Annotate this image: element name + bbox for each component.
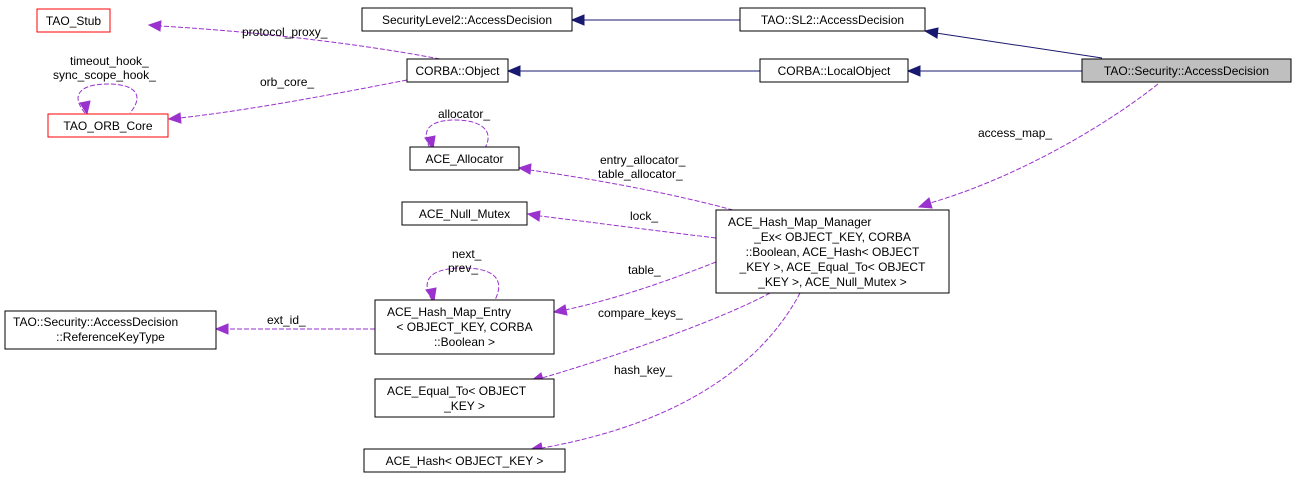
edge-protocol-proxy xyxy=(159,25,441,60)
arrow-orb-core xyxy=(167,112,182,124)
edge-lock xyxy=(539,215,717,239)
edge-inherit-tao-sl2-to-focus xyxy=(935,32,1103,59)
label-allocator: allocator_ xyxy=(438,107,490,121)
arrow-ext-id xyxy=(214,323,229,335)
node-label: SecurityLevel2::AccessDecision xyxy=(382,13,552,27)
label-next: next_ xyxy=(452,247,482,261)
arrow-lock xyxy=(526,210,541,222)
label-table: table_ xyxy=(628,263,661,277)
node-label: ACE_Allocator xyxy=(425,152,503,166)
node-label-line: TAO::Security::AccessDecision xyxy=(13,315,178,329)
node-label: TAO_ORB_Core xyxy=(63,119,152,133)
edge-allocator-self xyxy=(425,119,489,149)
arrow-entry-table-allocator xyxy=(517,163,532,175)
node-label: ACE_Null_Mutex xyxy=(419,207,510,221)
node-label-line: ACE_Hash_Map_Entry xyxy=(387,305,511,319)
arrow-access-map xyxy=(917,197,933,209)
node-tao-security-access-decision[interactable]: TAO::Security::AccessDecision xyxy=(1081,58,1292,83)
node-label: TAO::Security::AccessDecision xyxy=(1104,64,1269,78)
node-label-line: ::ReferenceKeyType xyxy=(56,330,165,344)
arrow-next-prev-self xyxy=(425,287,437,303)
node-label-line: _KEY >, ACE_Null_Mutex > xyxy=(757,275,907,289)
node-ace-null-mutex[interactable]: ACE_Null_Mutex xyxy=(401,201,528,226)
edge-hash-key xyxy=(541,292,801,449)
label-sync-scope-hook: sync_scope_hook_ xyxy=(53,68,156,82)
node-reference-key-type[interactable]: TAO::Security::AccessDecision ::Referenc… xyxy=(4,310,217,350)
node-label: TAO_Stub xyxy=(46,14,101,28)
label-protocol-proxy: protocol_proxy_ xyxy=(242,25,328,39)
label-timeout-hook: timeout_hook_ xyxy=(70,54,149,68)
node-label: ACE_Hash< OBJECT_KEY > xyxy=(386,454,544,468)
node-tao-stub[interactable]: TAO_Stub xyxy=(36,8,111,33)
arrow-inherit-tao-sl2 xyxy=(923,27,939,39)
node-tao-orb-core[interactable]: TAO_ORB_Core xyxy=(47,113,169,138)
edge-compare-keys xyxy=(541,292,771,379)
label-entry-allocator: entry_allocator_ xyxy=(600,153,686,167)
arrow-inherit-corba-object xyxy=(506,65,521,77)
node-label-line: < OBJECT_KEY, CORBA xyxy=(396,320,532,334)
node-label: TAO::SL2::AccessDecision xyxy=(761,13,904,27)
node-corba-local-object[interactable]: CORBA::LocalObject xyxy=(759,58,909,83)
arrow-inherit-sl2 xyxy=(570,14,585,26)
arrow-orb-core-self xyxy=(79,100,91,116)
node-label-line: _KEY > xyxy=(443,399,485,413)
node-ace-hash[interactable]: ACE_Hash< OBJECT_KEY > xyxy=(363,448,566,473)
node-sl2-access-decision[interactable]: SecurityLevel2::AccessDecision xyxy=(361,7,573,32)
edge-next-prev-self xyxy=(426,267,500,301)
label-compare-keys: compare_keys_ xyxy=(598,306,683,320)
node-label: CORBA::LocalObject xyxy=(778,64,891,78)
arrow-table xyxy=(552,304,568,316)
label-lock: lock_ xyxy=(630,209,658,223)
node-ace-equal-to[interactable]: ACE_Equal_To< OBJECT _KEY > xyxy=(374,378,555,418)
node-tao-sl2-access-decision[interactable]: TAO::SL2::AccessDecision xyxy=(739,7,926,32)
label-hash-key: hash_key_ xyxy=(614,363,672,377)
node-label-line: ACE_Equal_To< OBJECT xyxy=(387,384,527,398)
edge-entry-table-allocator xyxy=(529,169,741,213)
node-ace-allocator[interactable]: ACE_Allocator xyxy=(409,146,520,171)
label-table-allocator: table_allocator_ xyxy=(598,167,683,181)
node-label-line: ACE_Hash_Map_Manager xyxy=(728,215,871,229)
node-label-line: ::Boolean > xyxy=(434,335,495,349)
label-prev: prev_ xyxy=(448,261,478,275)
edge-orb-core xyxy=(179,79,408,119)
node-label-line: ::Boolean, ACE_Hash< OBJECT xyxy=(746,245,920,259)
arrow-inherit-corba-local xyxy=(906,65,921,77)
node-hash-map-manager[interactable]: ACE_Hash_Map_Manager _Ex< OBJECT_KEY, CO… xyxy=(715,209,950,294)
node-hash-map-entry[interactable]: ACE_Hash_Map_Entry < OBJECT_KEY, CORBA :… xyxy=(374,299,555,355)
edge-table xyxy=(564,261,717,311)
label-ext-id: ext_id_ xyxy=(267,313,306,327)
edge-access-map xyxy=(929,83,1159,204)
node-label-line: _Ex< OBJECT_KEY, CORBA xyxy=(753,230,911,244)
edge-orb-core-self xyxy=(77,83,138,114)
arrow-allocator-self xyxy=(424,135,436,151)
arrow-protocol-proxy xyxy=(147,20,162,32)
node-label: CORBA::Object xyxy=(415,64,500,78)
label-access-map: access_map_ xyxy=(978,126,1052,140)
label-orb-core: orb_core_ xyxy=(260,75,314,89)
node-corba-object[interactable]: CORBA::Object xyxy=(406,58,509,83)
node-label-line: _KEY >, ACE_Equal_To< OBJECT xyxy=(739,260,927,274)
